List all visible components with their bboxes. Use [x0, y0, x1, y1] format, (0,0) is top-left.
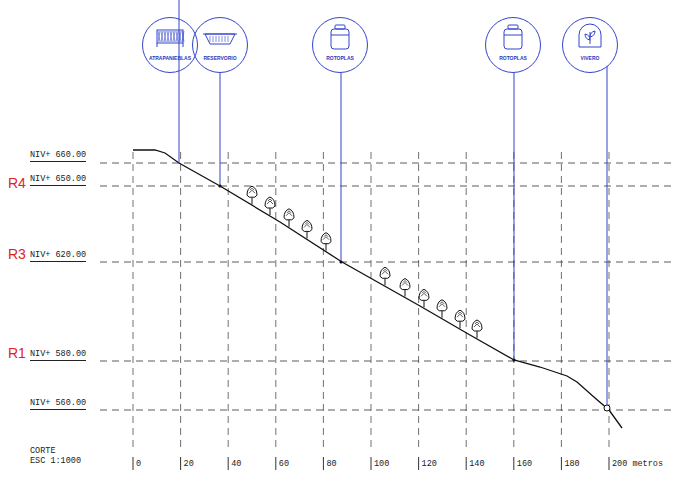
level-line	[100, 410, 672, 411]
level-label: NIV+ 650.00	[30, 175, 86, 186]
leader-line	[220, 73, 221, 186]
reservoir-tag: R3	[8, 247, 26, 261]
tree-symbol	[265, 197, 275, 215]
point-marker	[218, 184, 221, 187]
axis-tick	[466, 457, 467, 470]
leader-line	[514, 73, 515, 360]
axis-label: 200 metros	[612, 460, 663, 469]
axis-label: 60	[279, 460, 289, 469]
equipment-label: ROTOPLAS	[486, 55, 540, 61]
grid-line	[133, 152, 134, 452]
grid-line	[418, 152, 419, 452]
axis-tick	[228, 457, 229, 470]
axis-label: 0	[136, 460, 141, 469]
level-line	[100, 262, 672, 263]
grid-line	[228, 152, 229, 452]
point-marker	[512, 358, 515, 361]
tree-symbol	[247, 186, 257, 204]
equipment-icon	[157, 30, 184, 47]
equipment-icon	[504, 25, 522, 49]
axis-tick	[561, 457, 562, 470]
equipment-badge: ATRAPANIEBLAS	[142, 17, 198, 73]
axis-tick	[323, 457, 324, 470]
axis-label: 120	[422, 460, 437, 469]
grid-line	[323, 152, 324, 452]
axis-tick	[371, 457, 372, 470]
equipment-icon	[203, 34, 237, 44]
terrain-profile	[133, 150, 622, 428]
axis-tick	[133, 457, 134, 470]
grid-line	[466, 152, 467, 452]
equipment-badge: ROTOPLAS	[485, 17, 541, 73]
point-marker	[339, 260, 342, 263]
axis-tick	[609, 457, 610, 470]
grid-line	[275, 152, 276, 452]
level-label: NIV+ 660.00	[30, 151, 86, 162]
axis-label: 160	[517, 460, 532, 469]
tree-symbol	[380, 267, 390, 285]
axis-label: 180	[564, 460, 579, 469]
equipment-badge: ROTOPLAS	[312, 17, 368, 73]
tree-symbol	[321, 233, 331, 251]
axis-tick	[180, 457, 181, 470]
level-line	[100, 163, 672, 164]
level-label: NIV+ 580.00	[30, 350, 86, 361]
axis-label: 40	[231, 460, 241, 469]
equipment-icon	[331, 25, 349, 49]
section-title: ESC 1:1000	[30, 457, 81, 466]
point-marker	[604, 405, 610, 411]
axis-tick	[513, 457, 514, 470]
axis-label: 100	[374, 460, 389, 469]
section-title: CORTE	[30, 447, 56, 456]
equipment-badge: RESERVORIO	[192, 17, 248, 73]
tree-symbol	[284, 209, 294, 227]
grid-line	[180, 152, 181, 452]
axis-tick	[418, 457, 419, 470]
axis-label: 80	[326, 460, 336, 469]
tree-symbol	[400, 279, 410, 297]
equipment-label: ATRAPANIEBLAS	[143, 55, 197, 61]
level-label: NIV+ 560.00	[30, 399, 86, 410]
level-line	[100, 186, 672, 187]
leader-line	[341, 73, 342, 262]
grid-line	[371, 152, 372, 452]
tree-symbol	[437, 300, 447, 318]
level-label: NIV+ 620.00	[30, 251, 86, 262]
equipment-label: ROTOPLAS	[313, 55, 367, 61]
equipment-badge: VIVERO	[562, 17, 618, 73]
axis-tick	[275, 457, 276, 470]
reservoir-tag: R4	[8, 176, 26, 190]
tree-symbol	[302, 220, 312, 238]
axis-label: 140	[469, 460, 484, 469]
equipment-icon	[579, 24, 601, 47]
tree-symbol	[472, 320, 482, 338]
level-line	[100, 361, 672, 362]
equipment-label: RESERVORIO	[193, 55, 247, 61]
equipment-label: VIVERO	[563, 55, 617, 61]
leader-line	[179, 0, 180, 163]
tree-symbol	[455, 310, 465, 328]
reservoir-tag: R1	[8, 346, 26, 360]
leader-line	[607, 66, 608, 410]
grid-line	[561, 152, 562, 452]
axis-label: 20	[184, 460, 194, 469]
tree-symbol	[419, 289, 429, 307]
